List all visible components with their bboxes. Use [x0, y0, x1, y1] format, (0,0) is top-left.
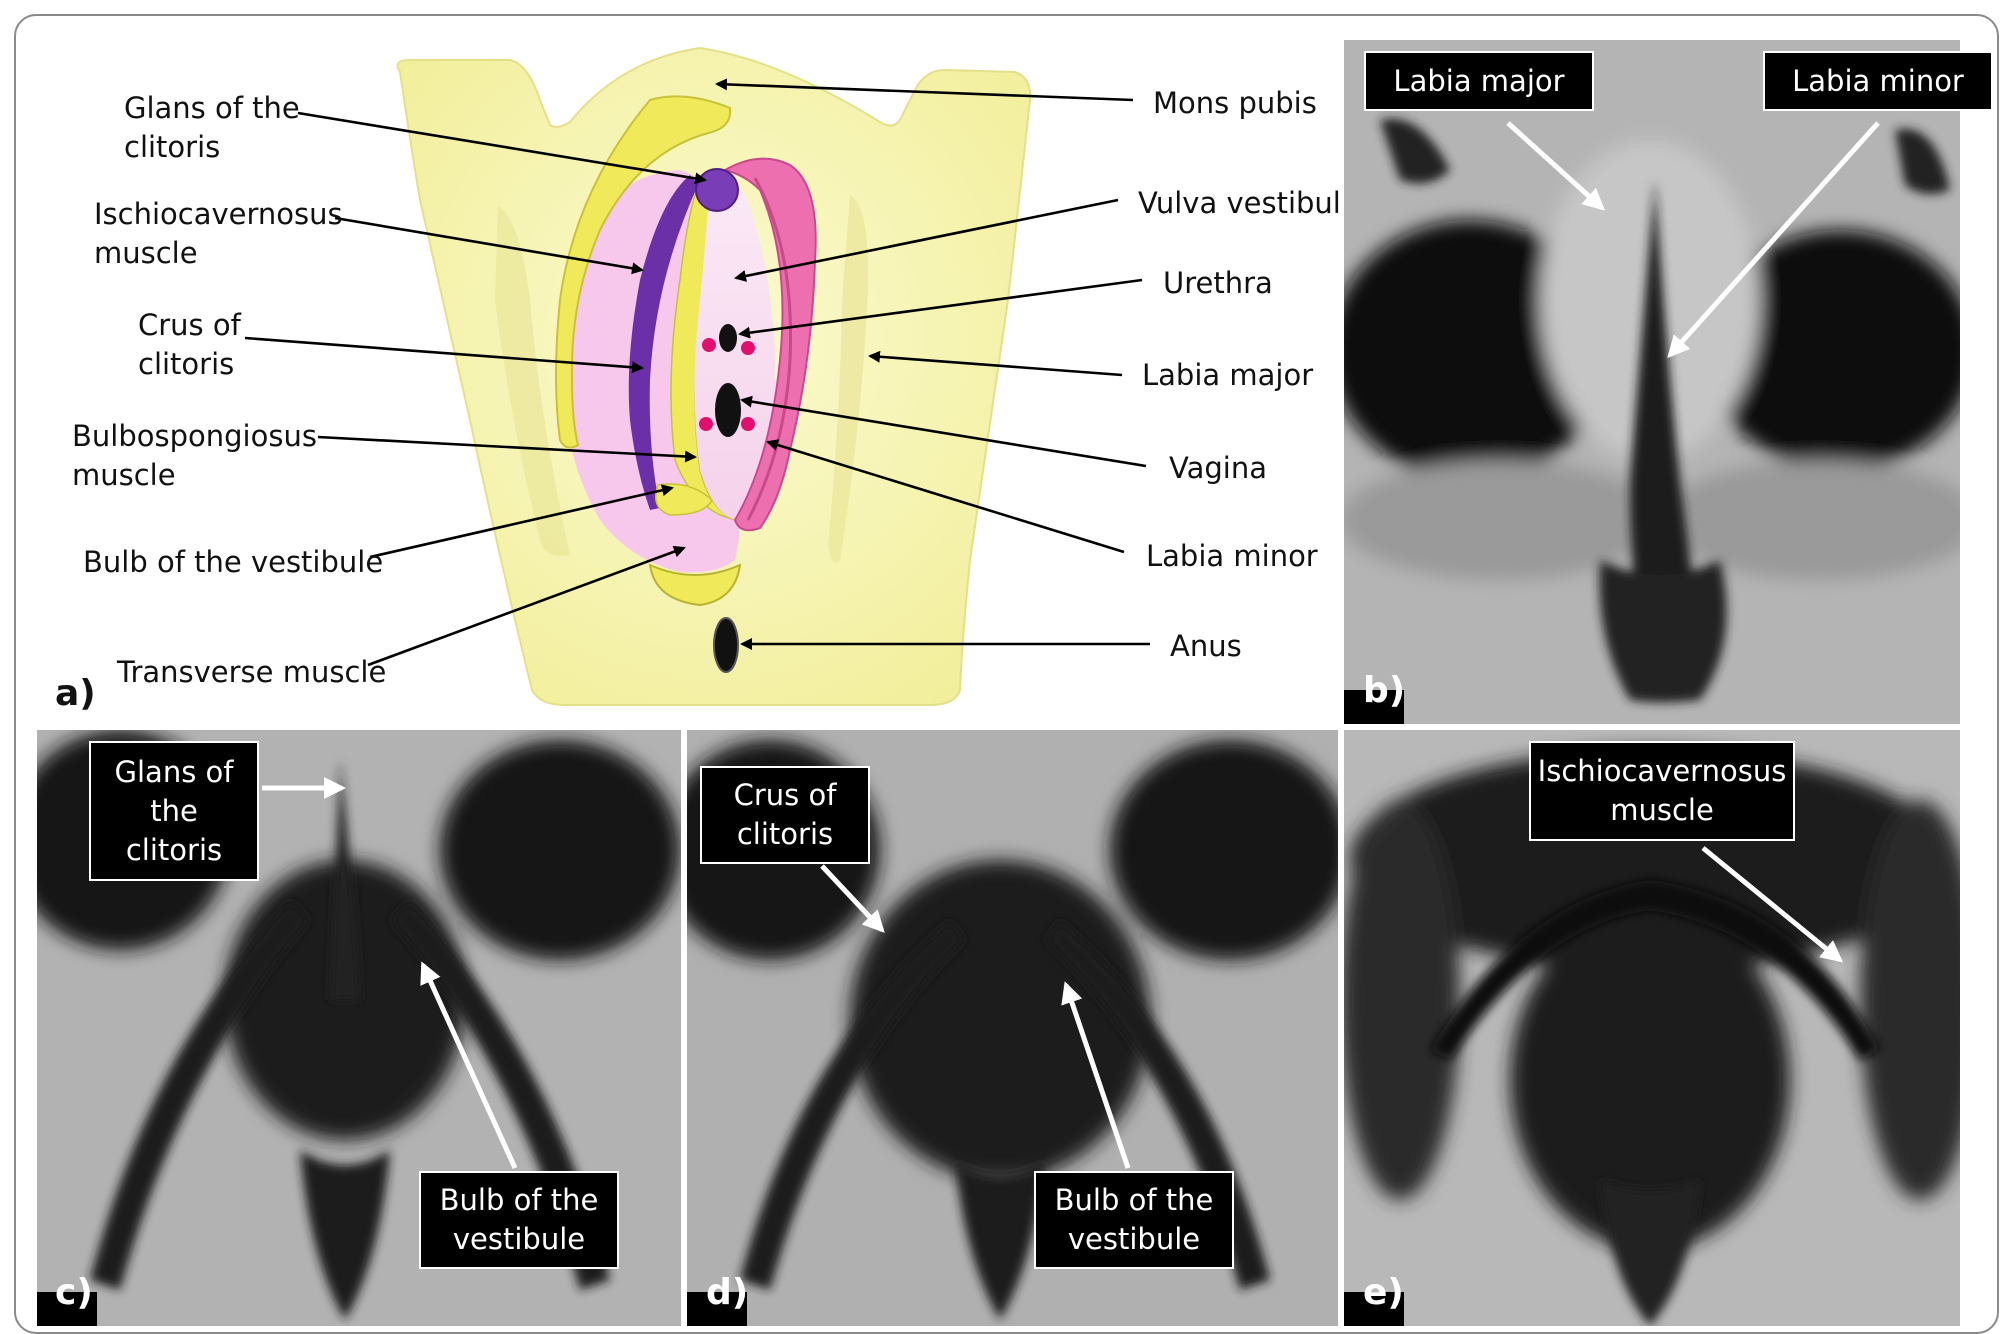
panel-d-arrow-crus	[820, 864, 885, 933]
label-labia-major: Labia major	[1142, 358, 1313, 392]
panel-a-schematic: Glans of the clitoris Ischiocavernosus m…	[55, 46, 1359, 714]
leader-labia-major	[868, 350, 1123, 377]
leader-vagina	[740, 395, 1147, 468]
leader-mons	[715, 78, 1134, 102]
panel-d-letter: d)	[706, 1272, 748, 1313]
leader-bulb	[369, 484, 674, 559]
panel-c-bulb-box	[419, 1171, 619, 1269]
leader-urethra	[738, 278, 1143, 339]
panel-b-letter: b)	[1363, 670, 1405, 711]
panel-e-ischio-line2: muscle	[1610, 793, 1714, 827]
anus-opening	[713, 617, 739, 673]
panel-c-overlays: Glans of the clitoris Bulb of the vestib…	[55, 741, 619, 1313]
panel-d-crus-line2: clitoris	[737, 817, 833, 851]
label-mons-pubis: Mons pubis	[1153, 86, 1317, 120]
crus-left-shape	[628, 175, 698, 510]
label-transverse: Transverse muscle	[116, 655, 386, 689]
panel-b-mri	[1344, 40, 1960, 724]
label-crus-line1: Crus of	[138, 308, 242, 342]
leader-glans	[297, 111, 707, 185]
panel-d-crus-line1: Crus of	[734, 778, 838, 812]
leader-labia-minor	[766, 439, 1125, 554]
label-urethra: Urethra	[1163, 266, 1273, 300]
vaginal-gland-2	[741, 417, 755, 431]
panel-b-labia-minor-box	[1763, 51, 1993, 111]
labia-minor-shape	[722, 157, 817, 532]
panel-b-labia-major-box	[1364, 51, 1594, 111]
vagina-opening	[715, 383, 741, 437]
label-bulbo-line2: muscle	[72, 458, 176, 492]
panel-b-labia-major-label: Labia major	[1393, 64, 1564, 98]
label-vulva-vestibule: Vulva vestibule	[1138, 186, 1359, 220]
panel-c-bulb-line1: Bulb of the	[440, 1183, 599, 1217]
left-shadow-band	[495, 205, 570, 556]
label-bulbo-line1: Bulbospongiosus	[72, 419, 317, 453]
panel-c-letter: c)	[55, 1272, 93, 1313]
panel-e-letter: e)	[1363, 1272, 1404, 1313]
leader-crus	[244, 336, 644, 374]
panel-e-ischio-box	[1529, 741, 1795, 841]
panel-c-glans-line3: clitoris	[126, 833, 222, 867]
label-ischio-line2: muscle	[94, 236, 198, 270]
panel-b-arrow-labia-major	[1506, 121, 1605, 211]
panel-d-crus-box	[700, 766, 870, 864]
panel-e-ischio-line1: Ischiocavernosus	[1538, 754, 1787, 788]
urethral-gland-2	[741, 341, 755, 355]
label-anus: Anus	[1170, 629, 1242, 663]
label-ischio-line1: Ischiocavernosus	[94, 197, 343, 231]
panel-b-labia-minor-label: Labia minor	[1792, 64, 1964, 98]
panel-c-mri	[37, 730, 681, 1326]
label-bulb-vestibule: Bulb of the vestibule	[83, 545, 383, 579]
ischiocavernosus-left-shape	[555, 95, 732, 449]
label-crus-line2: clitoris	[138, 347, 234, 381]
labia-minor-inner-line	[746, 177, 793, 521]
leader-vulva	[734, 198, 1119, 282]
panel-d-bulb-line2: vestibule	[1068, 1222, 1200, 1256]
panel-d-arrow-bulb	[1061, 981, 1131, 1169]
panel-e-overlays: Ischiocavernosus muscle e)	[1363, 741, 1844, 1313]
leader-transverse	[367, 545, 686, 667]
vaginal-gland-1	[699, 417, 713, 431]
panel-d-overlays: Crus of clitoris Bulb of the vestibule d…	[700, 766, 1234, 1313]
panel-d-bulb-line1: Bulb of the	[1055, 1183, 1214, 1217]
panel-b-arrow-labia-minor	[1667, 121, 1880, 358]
transverse-muscle-shape	[648, 563, 742, 607]
panel-e-arrow-ischio	[1701, 846, 1844, 963]
right-shadow-band	[828, 195, 869, 563]
leader-bulbo	[317, 435, 697, 463]
glans-shape	[695, 168, 739, 212]
panel-d-bulb-box	[1034, 1171, 1234, 1269]
leader-ischio	[334, 216, 644, 275]
panel-c-glans-line1: Glans of	[115, 755, 235, 789]
panel-c-bulb-line2: vestibule	[453, 1222, 585, 1256]
panel-b-overlays: Labia major Labia minor b)	[1363, 51, 1993, 711]
panel-a-letter: a)	[55, 673, 96, 714]
panel-c-arrow-bulb	[420, 961, 518, 1170]
label-glans-line2: clitoris	[124, 130, 220, 164]
panel-e-mri	[1344, 730, 1960, 1326]
urethral-gland-1	[702, 338, 716, 352]
label-glans-line1: Glans of the	[124, 91, 300, 125]
label-vagina: Vagina	[1169, 451, 1267, 485]
panel-c-glans-line2: the	[150, 794, 198, 828]
urethra-opening	[719, 324, 737, 352]
panel-c-glans-box	[89, 741, 259, 881]
vulva-vestibule-shape	[694, 179, 776, 520]
label-labia-minor: Labia minor	[1146, 539, 1318, 573]
